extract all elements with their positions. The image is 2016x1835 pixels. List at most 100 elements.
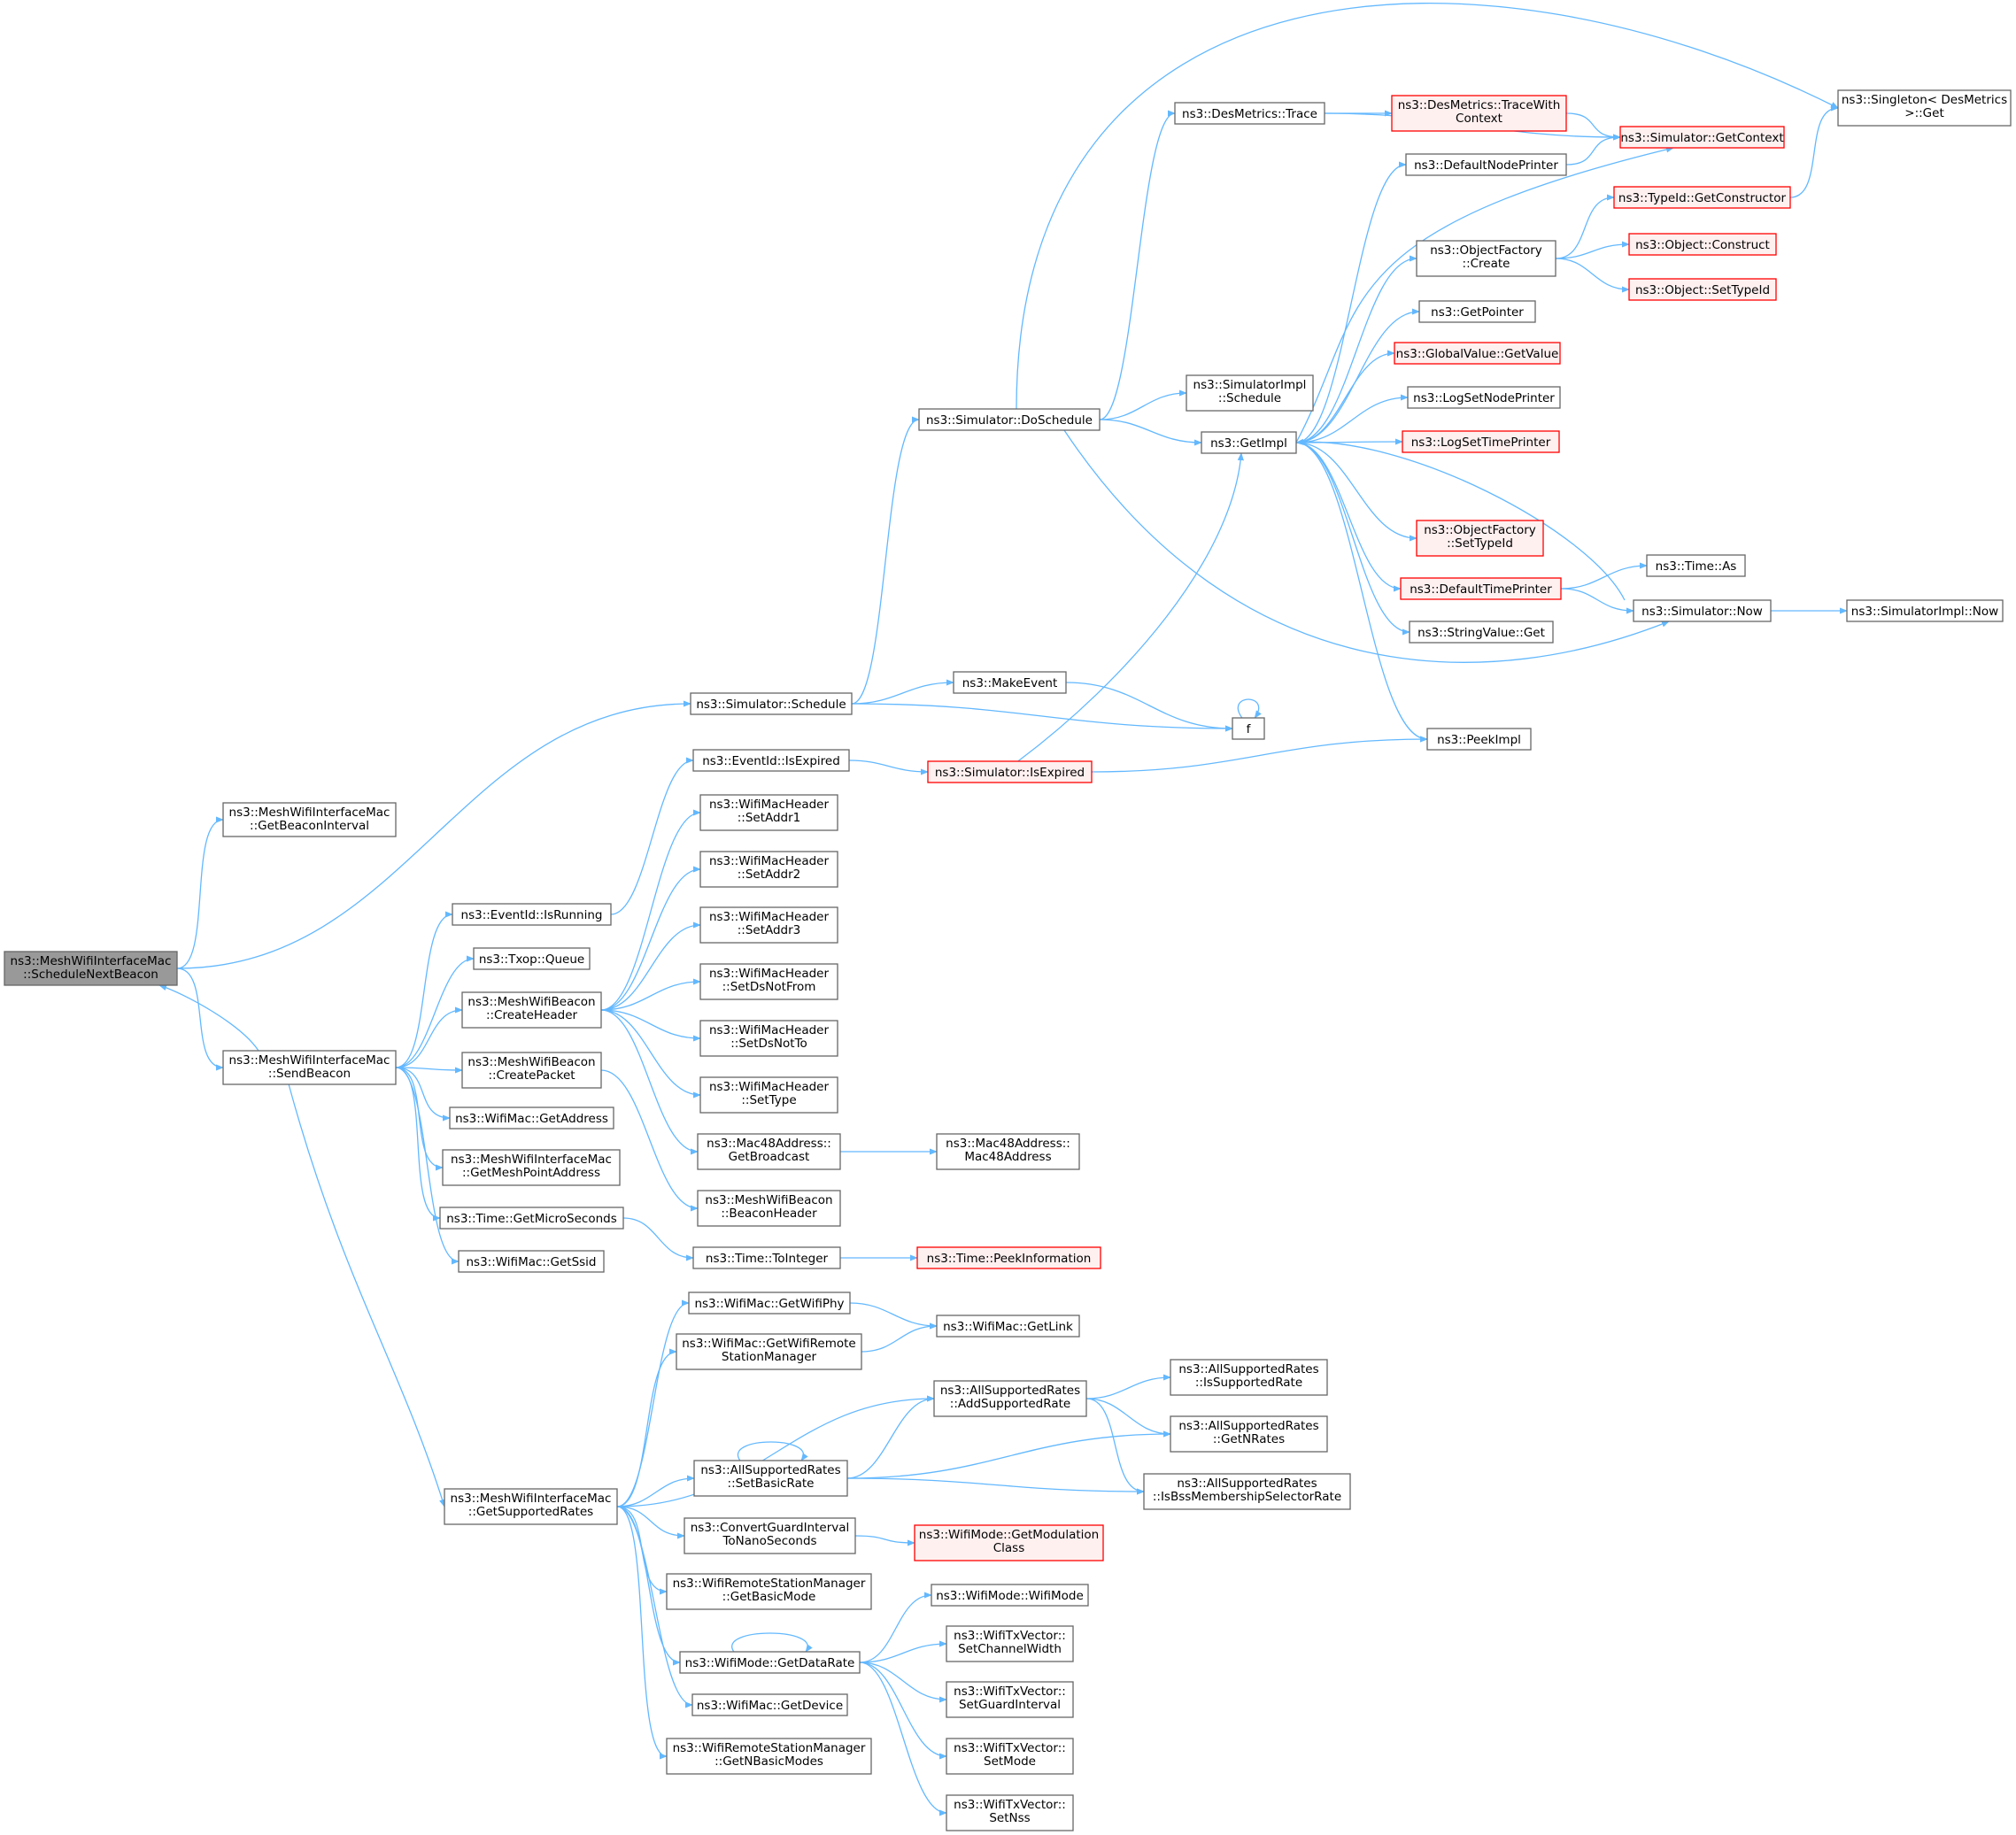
node-defaulttimeprinter[interactable]: ns3::DefaultTimePrinter [1400, 577, 1562, 600]
node-f[interactable]: f [1232, 717, 1265, 740]
node-label: ::SetAddr1 [738, 811, 801, 825]
node-time-as[interactable]: ns3::Time::As [1646, 554, 1746, 577]
node-getbroadcast[interactable]: ns3::Mac48Address::GetBroadcast [697, 1133, 841, 1170]
node-setdsnotto[interactable]: ns3::WifiMacHeader::SetDsNotTo [699, 1020, 838, 1057]
node-box [684, 1517, 856, 1554]
node-txop-queue[interactable]: ns3::Txop::Queue [473, 947, 591, 970]
node-box [927, 760, 1093, 783]
node-getlink[interactable]: ns3::WifiMac::GetLink [936, 1315, 1080, 1338]
node-setguardinterval[interactable]: ns3::WifiTxVector::SetGuardInterval [946, 1681, 1074, 1718]
node-getnrates[interactable]: ns3::AllSupportedRates::GetNRates [1170, 1415, 1328, 1453]
node-getmicroseconds[interactable]: ns3::Time::GetMicroSeconds [439, 1207, 624, 1230]
node-peekinformation[interactable]: ns3::Time::PeekInformation [916, 1246, 1101, 1269]
node-box [946, 1625, 1074, 1662]
node-getdatarate[interactable]: ns3::WifiMode::GetDataRate [679, 1651, 861, 1674]
node-beaconheader[interactable]: ns3::MeshWifiBeacon::BeaconHeader [697, 1190, 841, 1227]
node-time-tointeger[interactable]: ns3::Time::ToInteger [692, 1246, 841, 1269]
node-simulator-isexpired[interactable]: ns3::Simulator::IsExpired [927, 760, 1093, 783]
node-box [1400, 577, 1562, 600]
node-setchannelwidth[interactable]: ns3::WifiTxVector::SetChannelWidth [946, 1625, 1074, 1662]
node-logsettimeprinter[interactable]: ns3::LogSetTimePrinter [1402, 430, 1560, 453]
node-box [699, 906, 838, 944]
node-box [1174, 102, 1325, 125]
node-box [1619, 126, 1785, 149]
node-eventid-isrunning[interactable]: ns3::EventId::IsRunning [452, 903, 612, 926]
node-setdsnotfrom[interactable]: ns3::WifiMacHeader::SetDsNotFrom [699, 963, 838, 1000]
node-getimpl[interactable]: ns3::GetImpl [1201, 431, 1297, 454]
node-getbasicmode[interactable]: ns3::WifiRemoteStationManager::GetBasicM… [666, 1573, 872, 1610]
edge-eventid-isexpired-to-simulator-isexpired [848, 759, 929, 775]
node-makeevent[interactable]: ns3::MakeEvent [953, 671, 1067, 694]
node-getnbasicmodes[interactable]: ns3::WifiRemoteStationManager::GetNBasic… [666, 1738, 872, 1775]
node-settype[interactable]: ns3::WifiMacHeader::SetType [699, 1076, 838, 1114]
node-label: ::GetBeaconInterval [250, 819, 369, 833]
node-setmode[interactable]: ns3::WifiTxVector::SetMode [946, 1738, 1074, 1775]
node-label: ns3::DesMetrics::TraceWith [1398, 98, 1561, 112]
edge-getsupportedrates-to-wifimac-getdevice [616, 1506, 693, 1708]
node-wifimode-wifimode[interactable]: ns3::WifiMode::WifiMode [931, 1584, 1089, 1607]
node-setaddr2[interactable]: ns3::WifiMacHeader::SetAddr2 [699, 851, 838, 888]
node-objectfactory-settypeid[interactable]: ns3::ObjectFactory::SetTypeId [1416, 520, 1544, 557]
node-issupportedrate[interactable]: ns3::AllSupportedRates::IsSupportedRate [1170, 1359, 1328, 1396]
node-defaultnodeprinter[interactable]: ns3::DefaultNodePrinter [1405, 153, 1567, 176]
node-getpointer[interactable]: ns3::GetPointer [1418, 300, 1536, 323]
node-schedulenextbeacon[interactable]: ns3::MeshWifiInterfaceMac::ScheduleNextB… [4, 951, 178, 986]
node-getmeshpointaddress[interactable]: ns3::MeshWifiInterfaceMac::GetMeshPointA… [442, 1149, 621, 1186]
node-getbeaconinterval[interactable]: ns3::MeshWifiInterfaceMac::GetBeaconInte… [222, 802, 397, 837]
node-setaddr1[interactable]: ns3::WifiMacHeader::SetAddr1 [699, 794, 838, 831]
node-box [946, 1738, 1074, 1775]
node-object-construct[interactable]: ns3::Object::Construct [1628, 233, 1777, 256]
node-label: ::SetAddr3 [738, 923, 801, 937]
node-box [1426, 728, 1532, 751]
node-logsetnodeprinter[interactable]: ns3::LogSetNodePrinter [1407, 386, 1561, 409]
node-getwifiphy[interactable]: ns3::WifiMac::GetWifiPhy [688, 1291, 851, 1315]
node-simulator-now[interactable]: ns3::Simulator::Now [1633, 599, 1772, 622]
node-simulator-schedule[interactable]: ns3::Simulator::Schedule [690, 692, 853, 715]
node-label: ns3::WifiMacHeader [709, 854, 830, 868]
node-mac48address[interactable]: ns3::Mac48Address::Mac48Address [936, 1133, 1080, 1170]
edge-defaulttimeprinter-to-time-as [1560, 562, 1648, 590]
node-label: ns3::Mac48Address:: [707, 1137, 831, 1151]
node-singleton-get[interactable]: ns3::Singleton< DesMetrics>::Get [1837, 89, 2012, 127]
node-getconstructor[interactable]: ns3::TypeId::GetConstructor [1613, 186, 1791, 209]
node-setbasicrate[interactable]: ns3::AllSupportedRates::SetBasicRate [693, 1460, 848, 1497]
edge-doschedule-to-simulator-now [1063, 429, 1670, 663]
node-box [1201, 431, 1297, 454]
node-getwifiremotestationmanager[interactable]: ns3::WifiMac::GetWifiRemoteStationManage… [676, 1333, 862, 1370]
node-object-settypeid[interactable]: ns3::Object::SetTypeId [1628, 278, 1777, 301]
node-label: ns3::WifiRemoteStationManager [673, 1577, 866, 1591]
node-peekimpl[interactable]: ns3::PeekImpl [1426, 728, 1532, 751]
edge-doschedule-to-simulatorimpl-schedule [1099, 389, 1187, 420]
node-globalvalue-getvalue[interactable]: ns3::GlobalValue::GetValue [1394, 342, 1561, 365]
node-setnss[interactable]: ns3::WifiTxVector::SetNss [946, 1794, 1074, 1831]
edge-getimpl-to-logsetnodeprinter [1295, 394, 1409, 443]
node-setaddr3[interactable]: ns3::WifiMacHeader::SetAddr3 [699, 906, 838, 944]
node-isbssmembershipselectorrate[interactable]: ns3::AllSupportedRates::IsBssMembershipS… [1143, 1473, 1351, 1510]
node-eventid-isexpired[interactable]: ns3::EventId::IsExpired [692, 749, 850, 772]
node-addsupportedrate[interactable]: ns3::AllSupportedRates::AddSupportedRate [933, 1380, 1087, 1417]
node-createheader[interactable]: ns3::MeshWifiBeacon::CreateHeader [461, 991, 602, 1029]
node-doschedule[interactable]: ns3::Simulator::DoSchedule [918, 408, 1101, 431]
node-simulatorimpl-schedule[interactable]: ns3::SimulatorImpl::Schedule [1186, 374, 1314, 412]
edge-setbasicrate-to-isbssmembershipselectorrate [846, 1477, 1145, 1495]
node-simulatorimpl-now[interactable]: ns3::SimulatorImpl::Now [1846, 599, 2004, 622]
node-label: ::GetNRates [1213, 1432, 1285, 1446]
node-desmetrics-trace[interactable]: ns3::DesMetrics::Trace [1174, 102, 1325, 125]
node-wifimac-getaddress[interactable]: ns3::WifiMac::GetAddress [449, 1106, 614, 1130]
node-label: ::GetSupportedRates [468, 1505, 593, 1519]
node-createpacket[interactable]: ns3::MeshWifiBeacon::CreatePacket [461, 1052, 602, 1089]
node-getsupportedrates[interactable]: ns3::MeshWifiInterfaceMac::GetSupportedR… [444, 1488, 618, 1525]
node-label: ns3::EventId::IsExpired [702, 754, 840, 768]
edge-sendbeacon-to-wifimac-getssid [395, 1067, 460, 1265]
node-label: ns3::LogSetTimePrinter [1411, 436, 1551, 450]
node-getcontext[interactable]: ns3::Simulator::GetContext [1619, 126, 1785, 149]
node-label: GetBroadcast [729, 1150, 810, 1164]
node-wifimac-getssid[interactable]: ns3::WifiMac::GetSsid [458, 1250, 605, 1273]
node-sendbeacon[interactable]: ns3::MeshWifiInterfaceMac::SendBeacon [222, 1050, 397, 1085]
node-objectfactory-create[interactable]: ns3::ObjectFactory::Create [1416, 240, 1556, 277]
node-wifimac-getdevice[interactable]: ns3::WifiMac::GetDevice [691, 1693, 848, 1716]
node-stringvalue-get[interactable]: ns3::StringValue::Get [1409, 621, 1554, 644]
